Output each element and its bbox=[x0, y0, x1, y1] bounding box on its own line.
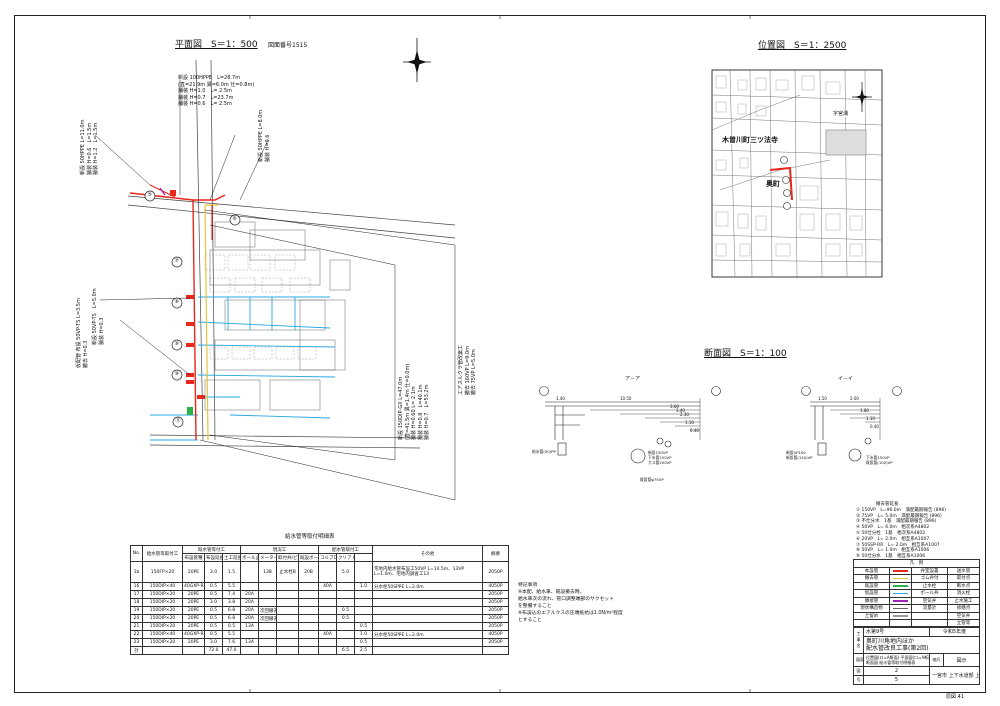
fiscal-year: 令和5年度 bbox=[929, 626, 980, 637]
schedule-header-row: No. 給水管等取付工 既水管等付工 現況工 配水管取付工 その他 摘要 bbox=[130, 545, 509, 562]
section-a-note-5: 既設管φ75VP bbox=[640, 477, 664, 482]
legend-row: 立管等 bbox=[853, 619, 980, 628]
callout-right: 新設 150DIP-GX L=47.0m(直=41.5m 異=1.4m 仕=0.… bbox=[398, 363, 430, 440]
page-number: 原図 41 bbox=[946, 694, 964, 700]
sheet-contents: 位置図(ロ=A断面) 平面図(ロ=A断面)断面図 給水管等取付明細表 bbox=[863, 653, 930, 667]
marker-9: ⑨ bbox=[174, 341, 179, 347]
scale-value: 図示 bbox=[943, 653, 980, 667]
border-ticks bbox=[249, 15, 751, 693]
section-a-label: ア－ア bbox=[625, 376, 641, 382]
location-map bbox=[711, 69, 883, 278]
marker-10: ⑩ bbox=[174, 371, 179, 377]
section-a-notes: 給水管(50)PP bbox=[532, 449, 556, 454]
organization: 一宮市 上下水道部 上水道整備課 bbox=[929, 666, 980, 685]
marker-6: ⑥ bbox=[232, 216, 237, 222]
sheet-number: 2 bbox=[863, 666, 930, 676]
section-title: 断面図 S＝1：100 bbox=[704, 349, 787, 359]
b-dim-4: 1.10 bbox=[866, 416, 875, 421]
marker-7: ⑦ bbox=[174, 258, 179, 264]
schedule-title: 給水管等取付明細表 bbox=[285, 534, 335, 540]
project-number: 水第9号 bbox=[863, 626, 930, 637]
schedule-table: No. 給水管等取付工 既水管等付工 現況工 配水管取付工 その他 摘要 布設管… bbox=[130, 545, 509, 655]
location-title: 位置図 S＝1：2500 bbox=[758, 41, 847, 51]
table-row: 22150DIP×4040GXP-RR0.55.540A1.0分水栓50SPPE… bbox=[130, 630, 509, 639]
a-dim-7: 0.40 bbox=[690, 428, 699, 433]
title-block: 工事名水第9号令和5年度 奥町川角地内ほか配水管改良工事(第2回) 図面位置図(… bbox=[853, 626, 980, 685]
table-row: 16150DIP×4040GXP-RR0.55.540A1.0分水栓50SPPE… bbox=[130, 582, 509, 591]
place-label-2: 奥町 bbox=[766, 180, 780, 188]
north-arrow-icon bbox=[403, 38, 431, 82]
a-dim-2: 10.50 bbox=[620, 396, 632, 401]
legend-row: 既設管止水栓断水点 bbox=[853, 581, 980, 590]
a-dim-5: 2.30 bbox=[680, 412, 689, 417]
legend-row: 本設管弁室設置送水管 bbox=[853, 566, 980, 575]
a-dim-1: 1.40 bbox=[556, 396, 565, 401]
place-label-1: 木曽川町三ツ法寺 bbox=[722, 136, 778, 144]
section-b-label: イ－イ bbox=[838, 376, 854, 382]
b-dim-2: 2.00 bbox=[850, 396, 859, 401]
a-dim-6: 1.10 bbox=[685, 420, 694, 425]
map-north-arrow-icon bbox=[852, 82, 872, 112]
legend-row: 隣接管空気弁止水施工 bbox=[853, 596, 980, 605]
a-dim-3: 3.60 bbox=[670, 404, 679, 409]
legend-row: 撤去管ゴム弁付取付点 bbox=[853, 574, 980, 583]
legend-title: 凡 例 bbox=[853, 559, 980, 568]
place-label-3: 字宮浦 bbox=[833, 111, 849, 117]
green-valve-icon bbox=[187, 407, 193, 415]
plan-view bbox=[94, 38, 456, 501]
special-notes: 特記事項※本配、給水車、既設撤去時。給水車次の流れ、管口調整端部のサクセットを整… bbox=[518, 583, 623, 623]
plan-title: 平面図 S＝1：500 bbox=[175, 40, 258, 50]
legend-table: 凡 例 本設管弁室設置送水管撤去管ゴム弁付取付点既設管止水栓断水点仮設管ボール弁… bbox=[853, 559, 980, 628]
project-name: 奥町川角地内ほか配水管改良工事(第2回) bbox=[863, 636, 980, 654]
callout-top: 新設 100HPPE L=28.7m(直=21.9m 異=6.0m 仕=0.8m… bbox=[178, 75, 255, 107]
marker-8: ⑧ bbox=[174, 299, 179, 305]
drawing-count: 5 bbox=[863, 675, 930, 685]
marker-11: ⑪ bbox=[175, 418, 181, 424]
a-dim-4: 3.40 bbox=[676, 408, 685, 413]
b-dim-1: 1.50 bbox=[818, 396, 827, 401]
section-views bbox=[539, 386, 902, 464]
b-dim-3: 1.80 bbox=[860, 408, 869, 413]
removed-pipe-list: 撤去管延長 ① 150VP L=96.0m 満配最期報告 (896)② 75VP… bbox=[856, 502, 947, 560]
legend-row: 現状構造物流量計修繕点 bbox=[853, 604, 980, 613]
legend-row: 土留め空気弁 bbox=[853, 611, 980, 620]
marker-5: ⑤ bbox=[147, 192, 152, 198]
legend-row: 仮設管ボール弁消火栓 bbox=[853, 589, 980, 598]
b-dim-5: 0.40 bbox=[870, 424, 879, 429]
drawing-number: 図面番号1515 bbox=[268, 42, 308, 49]
